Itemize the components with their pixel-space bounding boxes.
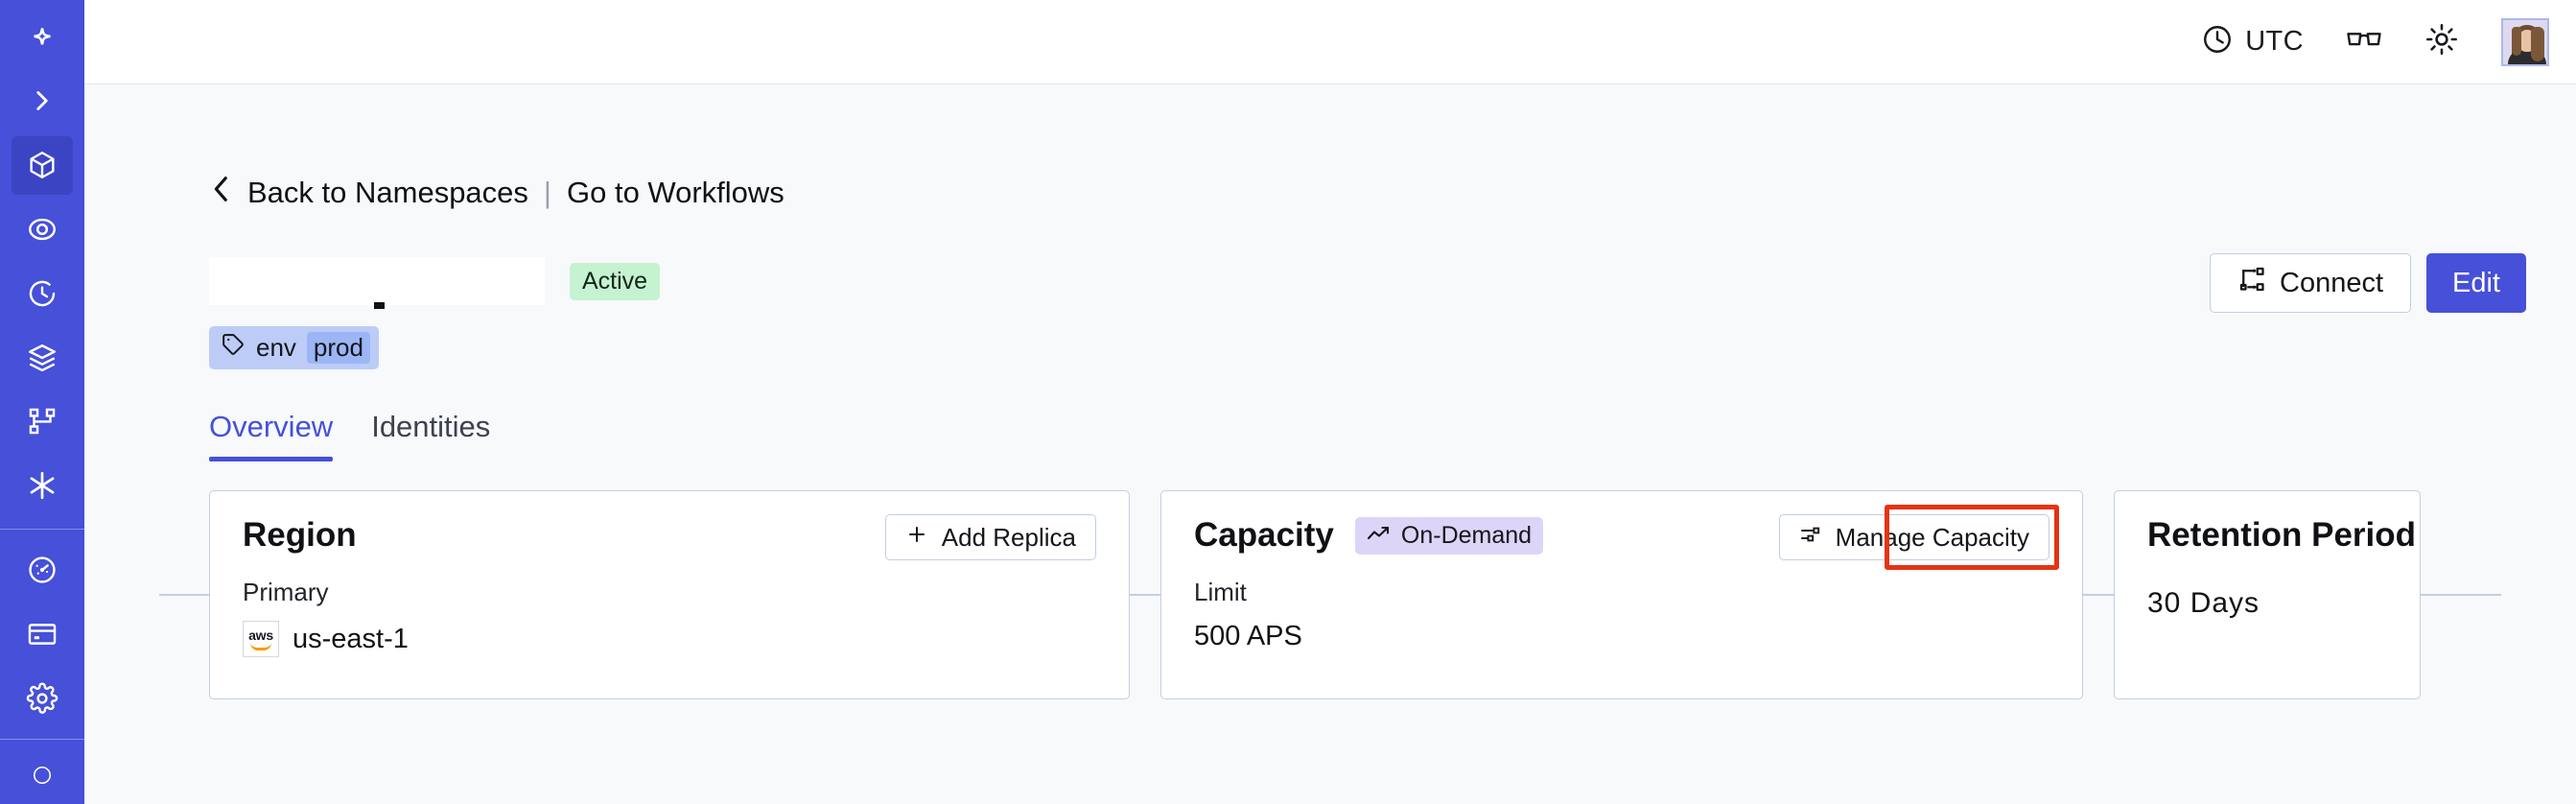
tab-bar: Overview Identities [209, 410, 2526, 461]
sidebar-item-layers[interactable] [12, 328, 73, 387]
timezone-selector[interactable]: UTC [2201, 23, 2304, 60]
capacity-card-title: Capacity [1194, 516, 1334, 554]
sidebar-item-usage[interactable] [12, 541, 73, 600]
manage-capacity-button[interactable]: Manage Capacity [1778, 514, 2049, 560]
sidebar-divider-bottom [0, 739, 84, 741]
namespace-tag[interactable]: env prod [209, 326, 379, 369]
tab-overview[interactable]: Overview [209, 410, 334, 461]
sidebar-item-observability[interactable] [12, 201, 73, 259]
sidebar-item-settings[interactable] [12, 669, 73, 727]
sidebar-item-history[interactable] [12, 264, 73, 322]
page-title-row: Active Co [209, 253, 2526, 313]
plus-icon [905, 523, 928, 553]
sidebar-item-nexus[interactable] [12, 457, 73, 515]
region-primary-label: Primary [243, 578, 329, 606]
retention-card-header: Retention Period [2147, 516, 2416, 555]
breadcrumb-workflows-link[interactable]: Go to Workflows [566, 176, 785, 209]
page-content: Back to Namespaces | Go to Workflows Act… [84, 84, 2576, 804]
manage-capacity-label: Manage Capacity [1835, 522, 2029, 552]
region-value: us-east-1 [293, 623, 409, 654]
sidebar-item-billing[interactable] [12, 605, 73, 664]
capacity-limit-value: 500 APS [1194, 621, 1302, 651]
aws-logo-text: aws [248, 627, 273, 643]
header-actions: Connect Edit [2210, 253, 2526, 313]
trend-up-icon [1367, 522, 1392, 550]
retention-value: 30 Days [2147, 587, 2260, 619]
region-card-header: Region Add Replica [243, 514, 1096, 560]
add-replica-label: Add Replica [941, 522, 1076, 552]
theme-toggle-button[interactable] [2424, 22, 2459, 61]
chevron-left-icon[interactable] [209, 173, 234, 213]
avatar[interactable] [2501, 17, 2549, 66]
sliders-icon [1799, 523, 1822, 553]
capacity-card-header: Capacity On-Demand [1194, 505, 2059, 570]
on-demand-badge: On-Demand [1354, 516, 1544, 555]
overview-cards: Region Add Replica Primary [209, 490, 2526, 699]
sidebar-item-namespaces[interactable] [12, 135, 73, 195]
edit-button[interactable]: Edit [2426, 253, 2526, 313]
docs-button[interactable] [2346, 25, 2382, 59]
tab-identities[interactable]: Identities [371, 410, 491, 443]
tag-value: prod [306, 332, 370, 364]
timezone-label: UTC [2245, 26, 2304, 57]
status-badge: Active [570, 262, 661, 300]
retention-card-title: Retention Period [2147, 516, 2417, 554]
clock-icon [2201, 23, 2234, 60]
breadcrumb: Back to Namespaces | Go to Workflows [209, 173, 2526, 213]
sun-icon [2424, 22, 2459, 61]
aws-logo: aws [243, 621, 279, 657]
page-title [209, 257, 545, 309]
logo-icon[interactable] [12, 8, 73, 66]
region-value-row: aws us-east-1 [243, 621, 1096, 657]
capacity-card: Capacity On-Demand [1160, 490, 2083, 699]
main-area: UTC [84, 0, 2576, 804]
connect-label: Connect [2280, 267, 2384, 298]
tag-key: env [256, 333, 296, 362]
edit-label: Edit [2452, 267, 2500, 298]
topbar: UTC [84, 0, 2576, 84]
connect-icon [2237, 265, 2266, 301]
sidebar [0, 0, 84, 804]
aws-logo-swoosh [250, 643, 271, 650]
sidebar-item-workflows[interactable] [12, 392, 73, 451]
region-card-title: Region [243, 516, 357, 554]
capacity-limit-label: Limit [1194, 578, 1247, 606]
sidebar-divider-top [0, 528, 84, 530]
region-card: Region Add Replica Primary [209, 490, 1130, 699]
connect-button[interactable]: Connect [2210, 253, 2412, 313]
tag-icon [221, 332, 246, 364]
redaction-mark [374, 302, 385, 309]
breadcrumb-separator: | [543, 176, 551, 209]
on-demand-label: On-Demand [1400, 521, 1533, 549]
glasses-icon [2346, 25, 2382, 59]
expand-icon[interactable] [12, 72, 73, 130]
breadcrumb-back-link[interactable]: Back to Namespaces [247, 176, 528, 209]
retention-card: Retention Period 30 Days [2114, 490, 2421, 699]
add-replica-button[interactable]: Add Replica [884, 514, 1096, 560]
sidebar-item-help[interactable] [12, 745, 73, 804]
